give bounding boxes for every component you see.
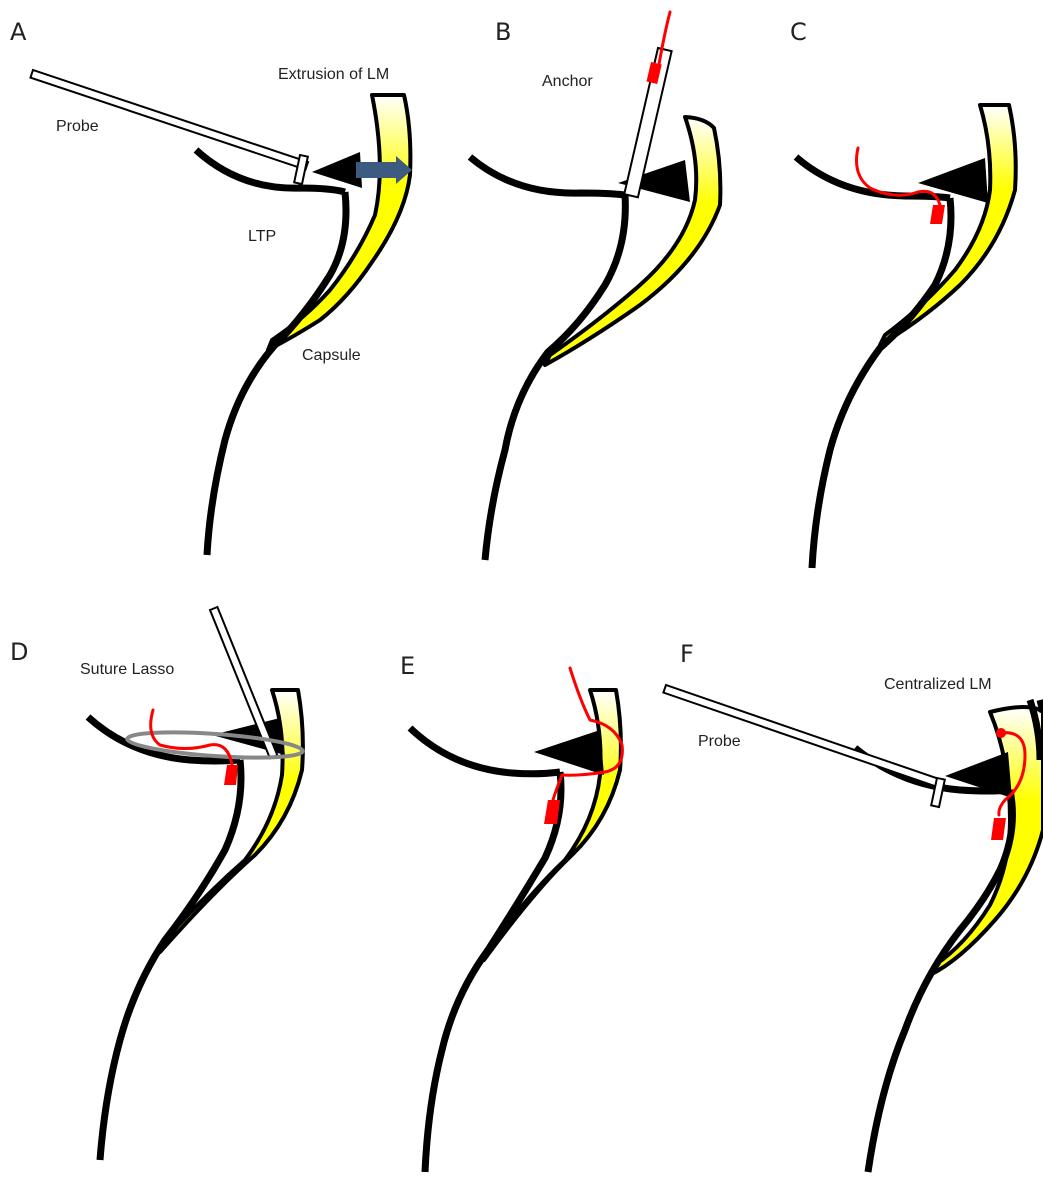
ltp-edge-e — [425, 772, 561, 1172]
anchor-d — [224, 765, 238, 785]
ltp-edge-c — [812, 198, 951, 568]
meniscus-wedge-a — [312, 152, 362, 188]
suture-knot-f — [996, 728, 1006, 738]
panel-d — [88, 607, 304, 1160]
panel-f — [663, 685, 1043, 1172]
ltp-edge-a — [207, 192, 346, 555]
probe-a — [30, 70, 308, 170]
tibia-outline-b — [470, 157, 625, 195]
meniscus-wedge-e — [534, 730, 604, 775]
meniscus-f — [930, 707, 1043, 975]
probe-f — [663, 685, 940, 787]
anchor-f — [991, 818, 1006, 840]
panel-a — [30, 70, 412, 555]
ltp-edge-d — [100, 760, 241, 1160]
panel-c — [796, 105, 1016, 568]
ltp-edge-b — [485, 195, 625, 560]
meniscus-a — [268, 95, 410, 350]
anchor-c — [930, 205, 945, 224]
panel-b — [470, 12, 720, 560]
panel-e — [410, 668, 622, 1172]
